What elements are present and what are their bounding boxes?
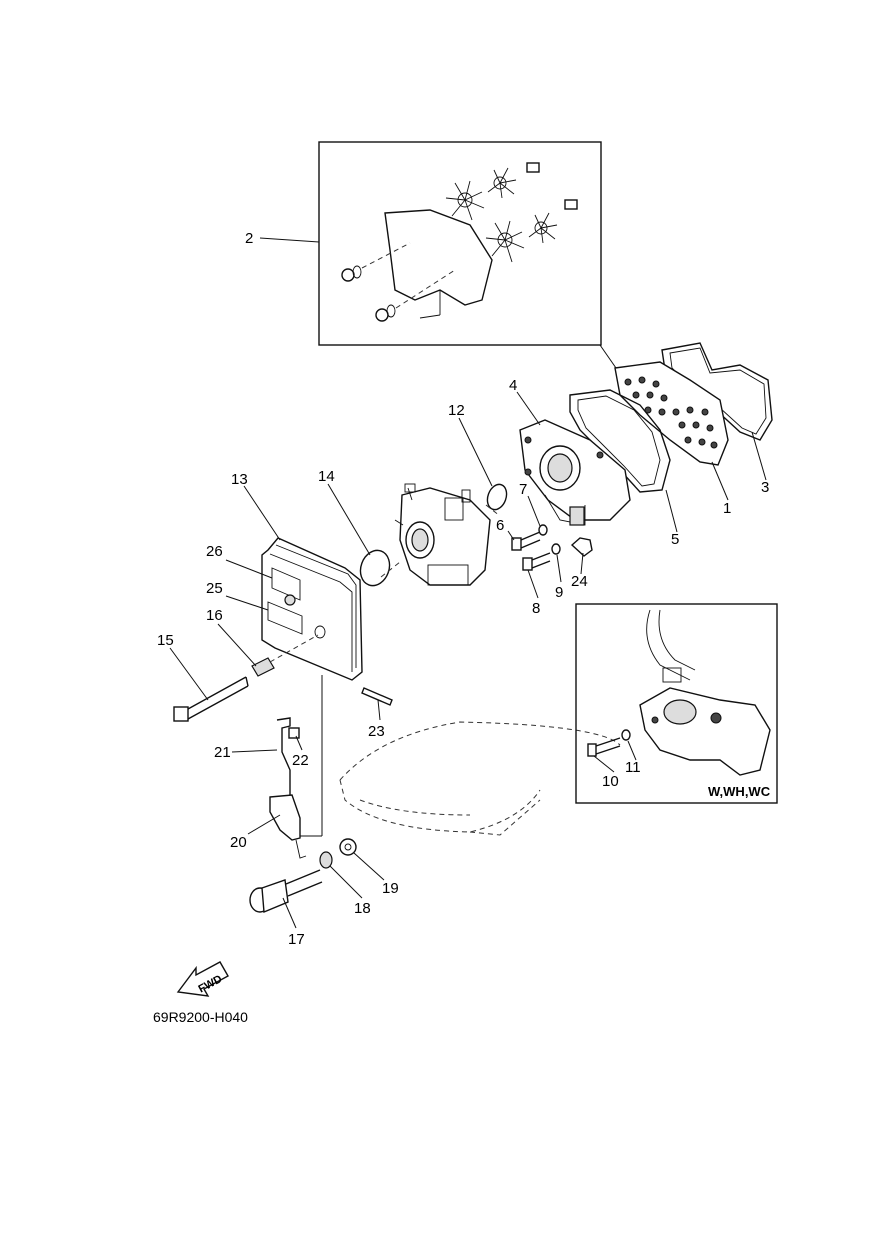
label-part-21: 21 <box>214 744 231 761</box>
collar-16 <box>251 657 275 677</box>
label-part-2: 2 <box>245 230 253 247</box>
label-part-17: 17 <box>288 931 305 948</box>
hull-outline <box>339 721 621 836</box>
label-part-3: 3 <box>761 479 769 496</box>
label-part-11: 11 <box>625 759 641 776</box>
bolts-washers <box>511 524 593 571</box>
label-part-7: 7 <box>519 481 527 498</box>
intake-manifold <box>519 419 631 526</box>
reed-plate-and-gaskets <box>569 342 773 493</box>
label-part-12: 12 <box>448 402 465 419</box>
o-ring-14 <box>359 549 391 587</box>
choke-bracket-20 <box>269 794 307 859</box>
label-part-8: 8 <box>532 600 540 617</box>
silencer-cover <box>261 537 363 681</box>
label-part-9: 9 <box>555 584 563 601</box>
washer-19 <box>339 838 357 856</box>
label-part-18: 18 <box>354 900 371 917</box>
label-part-13: 13 <box>231 471 248 488</box>
label-part-26: 26 <box>206 543 223 560</box>
o-ring-12 <box>486 483 508 511</box>
label-part-14: 14 <box>318 468 335 485</box>
label-part-20: 20 <box>230 834 247 851</box>
label-part-1: 1 <box>723 500 731 517</box>
label-part-15: 15 <box>157 632 174 649</box>
label-part-10: 10 <box>602 773 619 790</box>
label-part-16: 16 <box>206 607 223 624</box>
fwd-arrow-icon: FWD <box>176 961 229 997</box>
label-part-24: 24 <box>571 573 588 590</box>
choke-rod-21 <box>276 717 300 800</box>
variant-label: W,WH,WC <box>708 784 771 799</box>
drawing-code: 69R9200-H040 <box>153 1009 248 1025</box>
label-part-4: 4 <box>509 377 517 394</box>
pin-23 <box>361 687 393 706</box>
label-part-22: 22 <box>292 752 309 769</box>
bolt-15 <box>173 676 249 722</box>
carburetor <box>394 483 491 586</box>
label-part-5: 5 <box>671 531 679 548</box>
label-part-25: 25 <box>206 580 223 597</box>
choke-knob-17 <box>249 869 323 914</box>
leader-lines <box>169 237 767 929</box>
label-part-19: 19 <box>382 880 399 897</box>
variant-inset: W,WH,WC <box>575 603 778 804</box>
part-number-labels: 1 2 3 4 5 6 7 8 9 10 11 12 13 14 15 16 1… <box>157 230 769 948</box>
reed-valve-inset <box>318 141 602 346</box>
label-part-23: 23 <box>368 723 385 740</box>
grommet-18 <box>319 851 333 869</box>
label-part-6: 6 <box>496 517 504 534</box>
